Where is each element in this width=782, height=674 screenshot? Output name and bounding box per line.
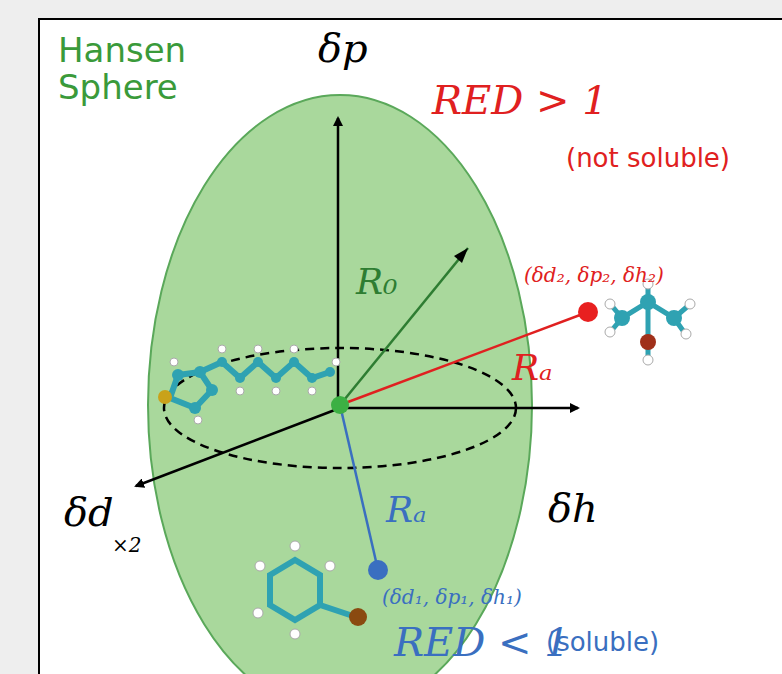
polymer-atoms — [158, 345, 340, 424]
r0-head — [454, 248, 468, 263]
distance-label: Rₐ — [512, 348, 553, 388]
insoluble-label: RED > 1 — [432, 78, 608, 122]
point-coordinates: (δd₂, δp₂, δh₂) — [524, 264, 664, 286]
sphere-center — [331, 396, 349, 414]
hansen-sphere — [148, 95, 532, 674]
soluble-note: (soluble) — [546, 628, 659, 657]
sphere-title: Hansen Sphere — [58, 32, 198, 107]
ra-line-red — [340, 312, 588, 405]
dh-axis — [340, 407, 578, 410]
solvent-molecule-red — [605, 279, 695, 365]
ra-line-blue — [340, 405, 378, 570]
polymer-molecule — [170, 362, 330, 408]
insoluble-note: (not soluble) — [566, 144, 730, 173]
axis-scale: ×2 — [112, 534, 141, 556]
solvent-point-red — [578, 302, 598, 322]
solvent-point-blue — [368, 560, 388, 580]
axis-label: δh — [548, 486, 598, 530]
distance-label: Rₐ — [386, 490, 427, 530]
point-coordinates: (δd₁, δp₁, δh₁) — [382, 586, 522, 608]
dd-axis — [136, 408, 340, 486]
axis-label: δp — [318, 26, 368, 70]
radius-label: R₀ — [356, 262, 398, 302]
axis-label: δd — [64, 490, 114, 534]
soluble-label: RED < 1 — [394, 620, 570, 664]
solvent-molecule-blue — [253, 541, 367, 639]
